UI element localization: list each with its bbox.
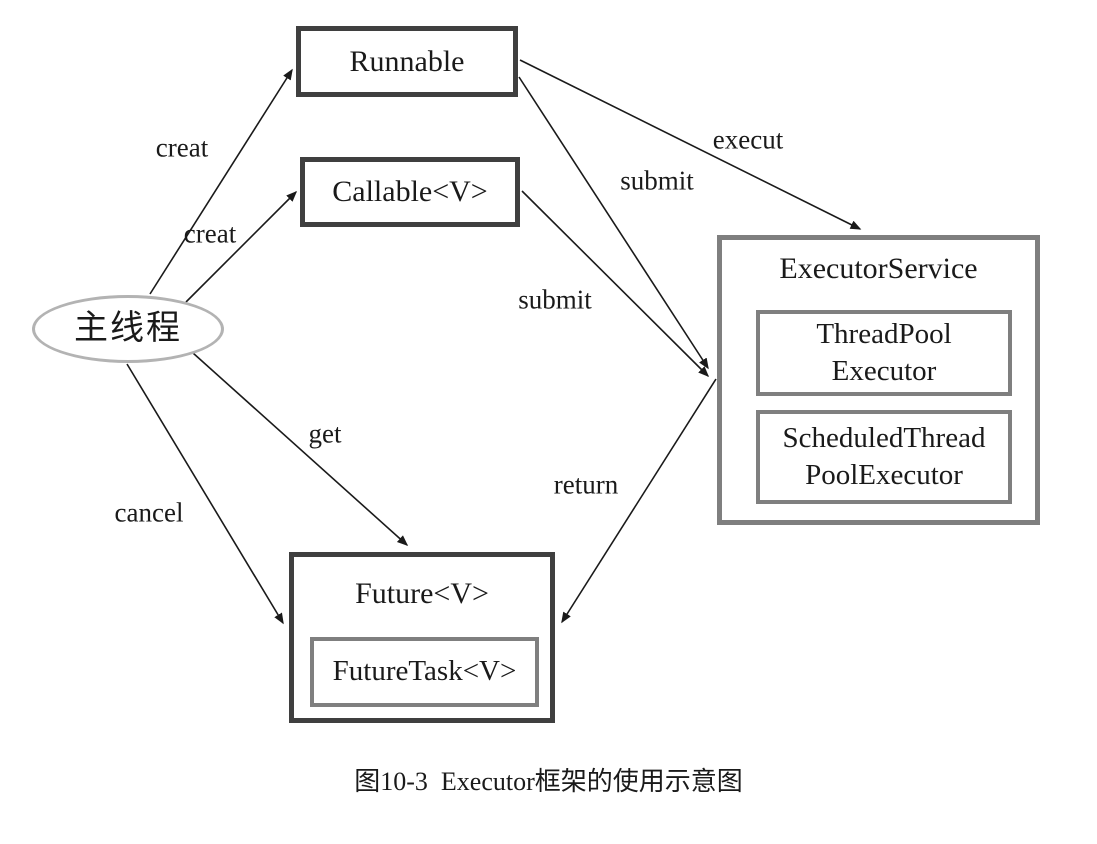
node-callable: Callable<V> xyxy=(300,157,520,227)
node-scheduled-thread-pool-executor: ScheduledThread PoolExecutor xyxy=(756,410,1012,504)
node-runnable-label: Runnable xyxy=(349,44,465,78)
node-scheduled-thread-pool-executor-line1: ScheduledThread xyxy=(782,421,986,454)
edge-get-line xyxy=(192,352,409,547)
edge-submit-callable-line xyxy=(521,190,710,378)
node-thread-pool-executor-line2: Executor xyxy=(831,355,937,387)
edge-creat-callable-line xyxy=(185,190,298,303)
node-runnable: Runnable xyxy=(296,26,518,97)
edge-label-submit-runnable: submit xyxy=(620,165,694,196)
node-future-task: FutureTask<V> xyxy=(310,637,539,707)
figure-caption: 图10-3 Executor框架的使用示意图 xyxy=(354,767,743,796)
node-main-thread-label: 主线程 xyxy=(74,309,182,347)
edge-label-cancel: cancel xyxy=(114,497,184,528)
edge-label-creat-callable: creat xyxy=(183,218,237,249)
edge-submit-runnable-line xyxy=(518,76,709,370)
edge-label-get: get xyxy=(308,418,342,449)
node-executor-service-label: ExecutorService xyxy=(779,252,978,285)
edge-creat-runnable-line xyxy=(149,68,293,295)
edge-return-line xyxy=(561,378,717,624)
node-future-task-label: FutureTask<V> xyxy=(332,655,517,688)
node-thread-pool-executor-line1: ThreadPool xyxy=(816,317,952,350)
node-main-thread: 主线程 xyxy=(32,295,224,363)
edge-cancel-line xyxy=(126,363,284,625)
node-scheduled-thread-pool-executor-line2: PoolExecutor xyxy=(805,459,963,491)
edge-label-execut: execut xyxy=(712,124,784,155)
edge-label-return: return xyxy=(553,469,619,500)
edge-label-creat-runnable: creat xyxy=(155,132,209,163)
node-future: Future<V> FutureTask<V> xyxy=(289,552,555,723)
node-thread-pool-executor: ThreadPool Executor xyxy=(756,310,1012,396)
edge-label-submit-callable: submit xyxy=(518,284,592,315)
edge-execut-line xyxy=(519,59,862,230)
node-executor-service: ExecutorService ThreadPool Executor Sche… xyxy=(717,235,1040,525)
node-future-label: Future<V> xyxy=(355,577,489,610)
node-callable-label: Callable<V> xyxy=(332,175,488,209)
